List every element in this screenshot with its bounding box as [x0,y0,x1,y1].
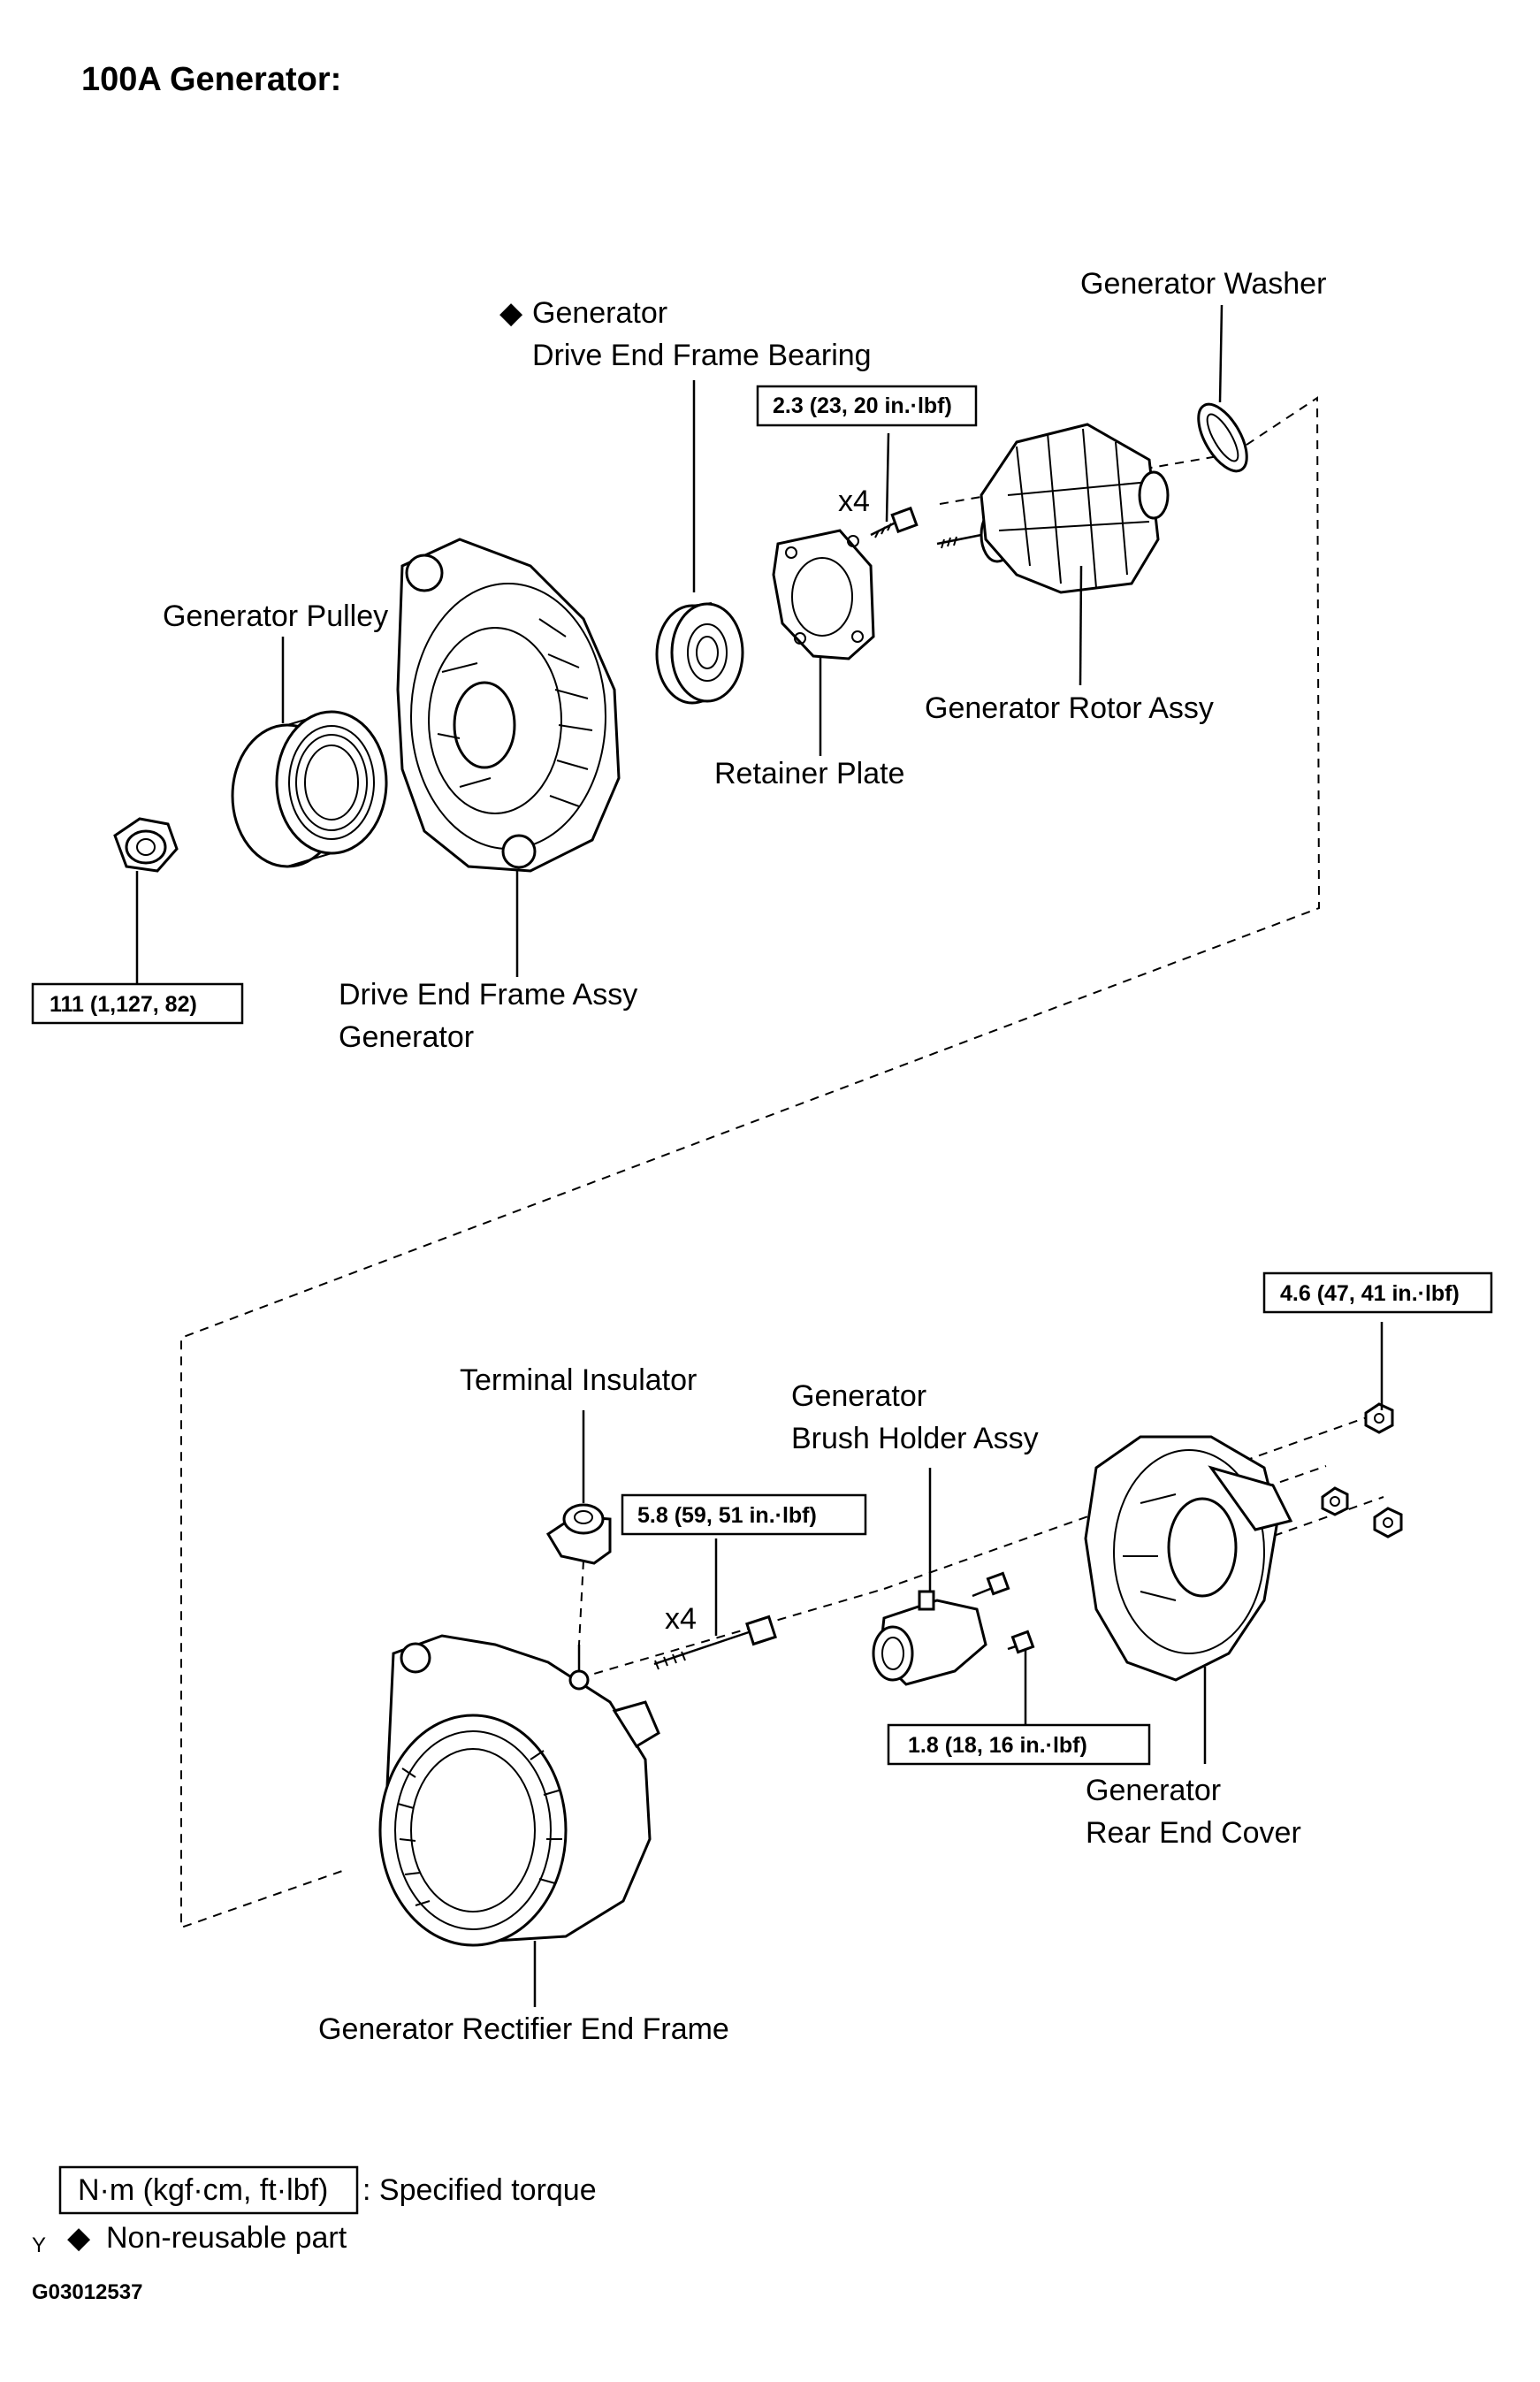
legend-torque-text: : Specified torque [362,2173,597,2207]
brush-holder-icon [872,1590,987,1686]
generator-washer-icon [1197,402,1248,473]
torque-brush-screw: 1.8 (18, 16 in.·lbf) [908,1733,1087,1758]
generator-pulley-icon [231,710,388,868]
torque-box-through-bolt: 5.8 (59, 51 in.·lbf) [621,1493,867,1536]
label-terminal-insulator: Terminal Insulator [460,1363,697,1397]
label-brush-line2: Brush Holder Assy [791,1422,1039,1455]
torque-pulley-nut: 111 (1,127, 82) [50,992,197,1017]
torque-box-retainer-screw: 2.3 (23, 20 in.·lbf) [756,385,978,427]
torque-through-bolt: 5.8 (59, 51 in.·lbf) [637,1503,817,1528]
legend: N·m (kgf·cm, ft·lbf) : Specified torque … [32,2165,597,2257]
retainer-plate-icon [772,529,875,660]
non-reusable-marker-icon: ◆ [499,296,523,330]
torque-rear-nut: 4.6 (47, 41 in.·lbf) [1280,1281,1460,1306]
label-generator-pulley: Generator Pulley [163,599,388,633]
legend-diamond-icon: ◆ [67,2221,91,2255]
rear-nut-icon [1321,1402,1403,1538]
label-rear-cover-line2: Rear End Cover [1086,1816,1301,1850]
torque-retainer-screw: 2.3 (23, 20 in.·lbf) [773,393,952,418]
label-bearing-line1: Generator [532,296,667,330]
drive-end-frame-icon [396,538,621,873]
label-retainer-plate: Retainer Plate [714,757,904,790]
diagram-title: 100A Generator: [81,61,341,98]
legend-y-marker: Y [32,2233,46,2257]
qty-retainer-screw: x4 [838,485,870,518]
retainer-screw-icon [870,506,919,538]
generator-rotor-icon [936,423,1170,594]
qty-through-bolt: x4 [665,1602,697,1636]
label-brush-line1: Generator [791,1379,926,1413]
terminal-insulator-icon [545,1503,612,1565]
leader-lines [135,304,1384,2007]
torque-box-rear-nut: 4.6 (47, 41 in.·lbf) [1262,1271,1493,1314]
torque-box-pulley-nut: 111 (1,127, 82) [31,982,244,1025]
pulley-nut-icon [113,817,179,873]
legend-nonreusable-text: Non-reusable part [106,2221,347,2255]
label-bearing-line2: Drive End Frame Bearing [532,339,872,372]
label-drive-end-line1: Drive End Frame Assy [339,978,637,1012]
rear-end-cover-icon [1084,1435,1293,1682]
label-rectifier-end-frame: Generator Rectifier End Frame [318,2012,729,2046]
label-drive-end-line2: Generator [339,1020,474,1054]
rectifier-end-frame-icon [378,1634,660,1947]
drive-end-bearing-icon [655,602,744,705]
label-generator-washer: Generator Washer [1080,267,1326,301]
label-generator-rotor: Generator Rotor Assy [925,691,1214,725]
legend-torque-units: N·m (kgf·cm, ft·lbf) [78,2173,328,2207]
figure-id: G03012537 [32,2280,142,2304]
label-rear-cover-line1: Generator [1086,1774,1221,1807]
torque-box-brush-screw: 1.8 (18, 16 in.·lbf) [887,1723,1151,1766]
through-bolt-icon [653,1615,777,1670]
brush-screw-icon [972,1571,1035,1654]
